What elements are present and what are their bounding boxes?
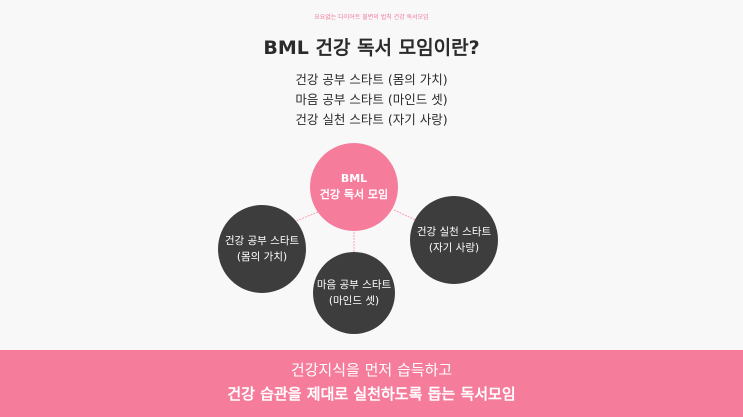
intro-line: 건강 실천 스타트 (자기 사랑) [295, 112, 448, 127]
subtitle: 요요없는 다이어트 불변의 법칙 건강 독서모임 [314, 14, 429, 21]
banner-line: 건강지식을 먼저 습득하고 [290, 361, 453, 379]
node-sublabel: 건강 독서 모임 [319, 188, 389, 201]
node-mindset: 마음 공부 스타트 (마인드 셋) [313, 252, 395, 334]
node-sublabel: (몸의 가치) [236, 251, 288, 263]
intro-line: 마음 공부 스타트 (마인드 셋) [295, 92, 448, 107]
node-sublabel: (자기 사랑) [428, 242, 480, 254]
node-center-bml: BML 건강 독서 모임 [310, 143, 398, 231]
node-label: 건강 공부 스타트 [224, 235, 300, 247]
node-label: 건강 실천 스타트 [416, 226, 492, 238]
node-self-love: 건강 실천 스타트 (자기 사랑) [410, 196, 498, 284]
banner-line: 건강 습관을 제대로 실천하도록 돕는 독서모임 [227, 385, 516, 403]
bottom-banner: 건강지식을 먼저 습득하고 건강 습관을 제대로 실천하도록 돕는 독서모임 [0, 350, 743, 417]
node-label: 마음 공부 스타트 [316, 279, 392, 291]
node-label: BML [340, 172, 368, 185]
intro-list: 건강 공부 스타트 (몸의 가치) 마음 공부 스타트 (마인드 셋) 건강 실… [0, 70, 743, 130]
node-sublabel: (마인드 셋) [328, 295, 380, 307]
connector-right [393, 209, 421, 223]
node-body-value: 건강 공부 스타트 (몸의 가치) [218, 205, 306, 293]
page-title: BML 건강 독서 모임이란? [263, 37, 480, 59]
intro-line: 건강 공부 스타트 (몸의 가치) [295, 72, 448, 87]
